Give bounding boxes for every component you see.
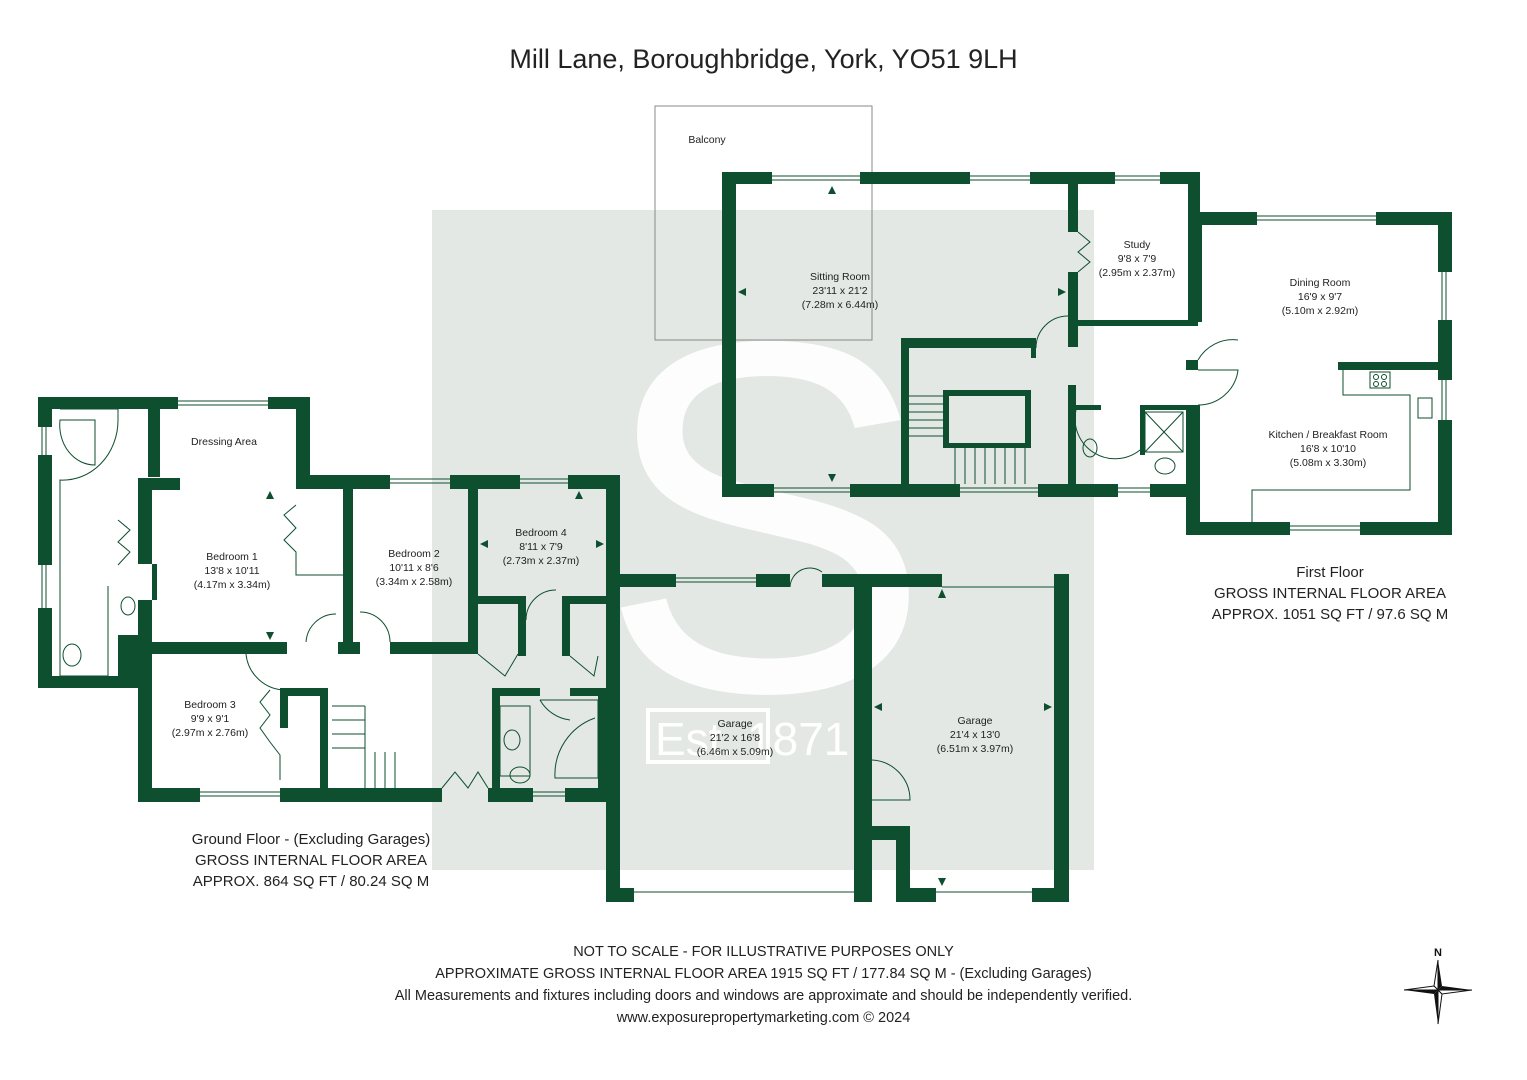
watermark-text: Est. 1871	[655, 713, 849, 765]
property-address-title: Mill Lane, Boroughbridge, York, YO51 9LH	[509, 44, 1018, 74]
s-monogram-icon: S	[598, 237, 932, 796]
dimension-arrows	[266, 186, 1066, 886]
footer-website: www.exposurepropertymarketing.com © 2024	[616, 1010, 911, 1026]
disclaimer-footer: NOT TO SCALE - FOR ILLUSTRATIVE PURPOSES…	[0, 941, 1527, 1029]
room-label-balcony: Balcony	[688, 134, 726, 146]
balcony-outline	[654, 105, 873, 341]
watermark-badge	[646, 708, 770, 764]
compass-rose-icon: N	[1403, 947, 1473, 1025]
room-label-dressing-area: Dressing Area	[191, 436, 257, 448]
watermark: S Est. 1871	[432, 210, 1094, 870]
footer-total-area: APPROXIMATE GROSS INTERNAL FLOOR AREA 19…	[435, 966, 1092, 982]
footer-scale-note: NOT TO SCALE - FOR ILLUSTRATIVE PURPOSES…	[573, 944, 954, 960]
fixtures	[41, 175, 1447, 893]
walls	[38, 172, 1452, 902]
ground-floor-area: Ground Floor - (Excluding Garages)GROSS …	[191, 831, 431, 890]
footer-measurement-note: All Measurements and fixtures including …	[394, 988, 1133, 1004]
compass-north-label: N	[1434, 947, 1442, 959]
